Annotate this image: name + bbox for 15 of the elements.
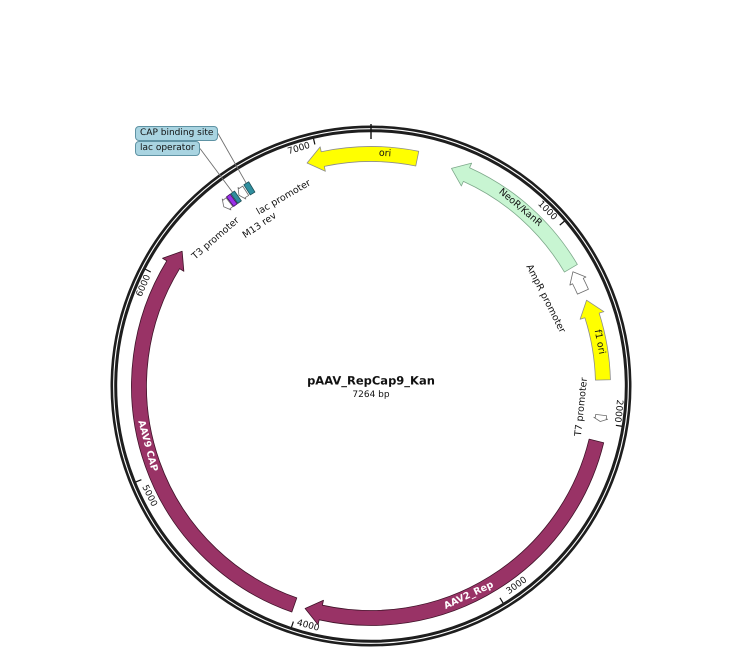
leader-line xyxy=(218,133,247,184)
position-label: 6000 xyxy=(134,274,154,299)
plasmid-size: 7264 bp xyxy=(352,390,390,400)
position-label: 5000 xyxy=(139,484,158,509)
feature-callout: lac operator xyxy=(135,141,200,156)
feature-label: ori xyxy=(378,149,392,160)
position-label: 2000 xyxy=(612,400,624,424)
feature-label: T7 promoter xyxy=(574,377,590,437)
feature-callout: CAP binding site xyxy=(135,126,218,141)
leader-line xyxy=(200,148,233,192)
position-label: 4000 xyxy=(295,618,320,634)
feature-label: f1 ori xyxy=(591,328,606,355)
position-label: 7000 xyxy=(287,140,312,157)
feature-label: AAV9 CAP xyxy=(135,419,159,473)
plasmid-name: pAAV_RepCap9_Kan xyxy=(307,374,435,388)
